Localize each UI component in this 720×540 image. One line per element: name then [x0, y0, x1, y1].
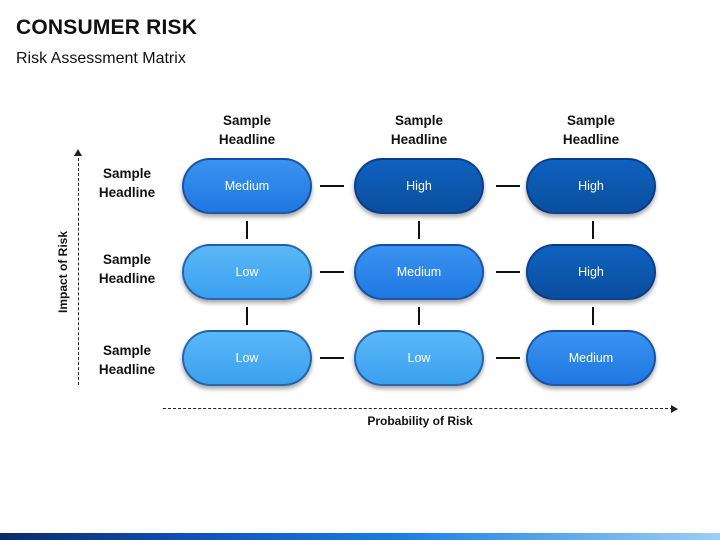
column-header: Sample Headline: [390, 113, 448, 147]
matrix-cell: Medium: [526, 330, 656, 386]
matrix-cell: High: [354, 158, 484, 214]
connector-line: [320, 271, 344, 273]
arrow-right-icon: [671, 405, 678, 413]
slide-title: CONSUMER RISK: [16, 16, 198, 39]
y-axis-label-text: Impact of Risk: [56, 230, 70, 314]
connector-line: [418, 307, 420, 325]
matrix-cell: Low: [354, 330, 484, 386]
connector-line: [418, 221, 420, 239]
connector-line: [496, 357, 520, 359]
matrix-cell: High: [526, 158, 656, 214]
row-header: Sample Headline: [98, 166, 156, 200]
arrow-up-icon: [74, 149, 82, 156]
connector-line: [320, 185, 344, 187]
connector-line: [496, 271, 520, 273]
connector-line: [592, 221, 594, 239]
matrix-cell: Low: [182, 330, 312, 386]
connector-line: [320, 357, 344, 359]
connector-line: [246, 307, 248, 325]
matrix-cell: Medium: [354, 244, 484, 300]
column-header: Sample Headline: [218, 113, 276, 147]
y-axis-line: [78, 153, 79, 385]
slide-subtitle: Risk Assessment Matrix: [16, 50, 186, 67]
x-axis-line: [163, 408, 673, 409]
footer-accent-bar: [0, 533, 720, 540]
column-header: Sample Headline: [562, 113, 620, 147]
x-axis-label: Probability of Risk: [367, 414, 473, 428]
matrix-cell: High: [526, 244, 656, 300]
matrix-cell: Low: [182, 244, 312, 300]
connector-line: [592, 307, 594, 325]
row-header: Sample Headline: [98, 343, 156, 377]
connector-line: [246, 221, 248, 239]
matrix-cell: Medium: [182, 158, 312, 214]
connector-line: [496, 185, 520, 187]
row-header: Sample Headline: [98, 252, 156, 286]
